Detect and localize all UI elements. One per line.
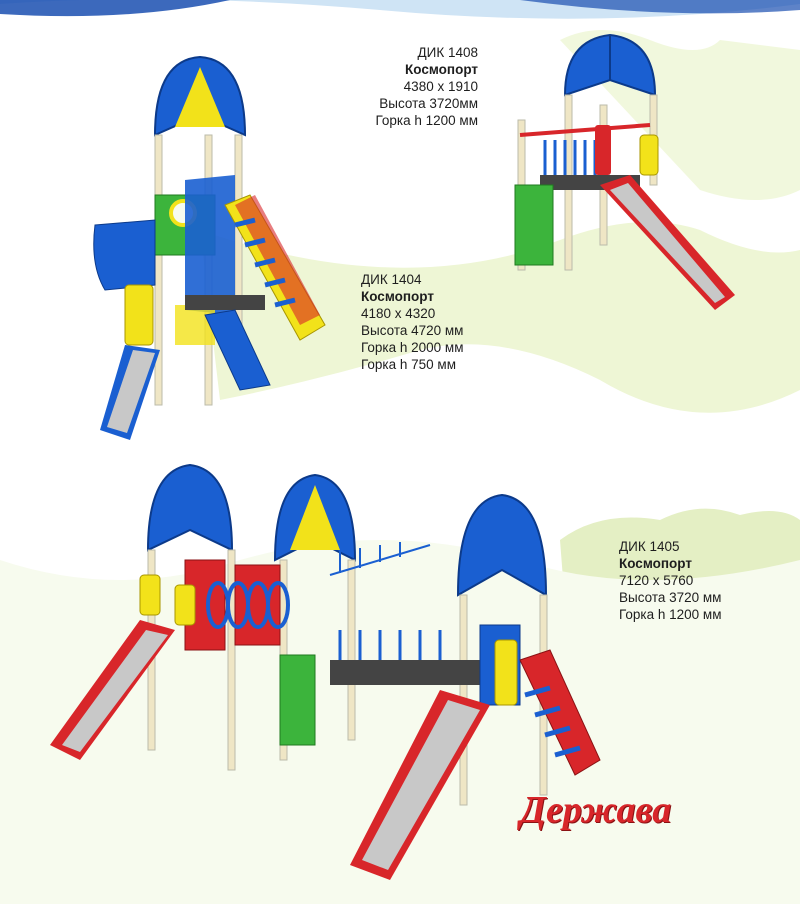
playground-1405-image: [50, 463, 601, 880]
product-slide: Горка h 750 мм: [361, 357, 456, 372]
playground-1408-image: [514, 33, 735, 310]
product-code: ДИК 1404: [361, 272, 422, 287]
product-name: Космопорт: [619, 556, 692, 571]
product-size: 4180 х 4320: [361, 306, 436, 321]
product-size: 4380 х 1910: [403, 79, 478, 94]
product-slide: Горка h 1200 мм: [375, 113, 479, 128]
product-height: Высота 4720 мм: [361, 323, 464, 338]
product-1408-spec: ДИК 1408 Космопорт 4380 х 1910 Высота 37…: [320, 44, 479, 129]
product-height: Высота 3720мм: [379, 96, 478, 111]
product-1404-spec: ДИК 1404 Космопорт 4180 х 4320 Высота 47…: [361, 271, 464, 373]
product-size: 7120 х 5760: [619, 573, 694, 588]
playground-1404-image: [93, 55, 326, 440]
product-code: ДИК 1408: [417, 45, 479, 60]
product-name: Космопорт: [361, 289, 434, 304]
product-height: Высота 3720 мм: [619, 590, 722, 605]
brand-logo: Держава: [520, 789, 672, 831]
product-slide: Горка h 2000 мм: [361, 340, 464, 355]
product-name: Космопорт: [405, 62, 478, 77]
product-code: ДИК 1405: [619, 539, 680, 554]
product-slide: Горка h 1200 мм: [619, 607, 722, 622]
product-1405-spec: ДИК 1405 Космопорт 7120 х 5760 Высота 37…: [619, 538, 722, 623]
